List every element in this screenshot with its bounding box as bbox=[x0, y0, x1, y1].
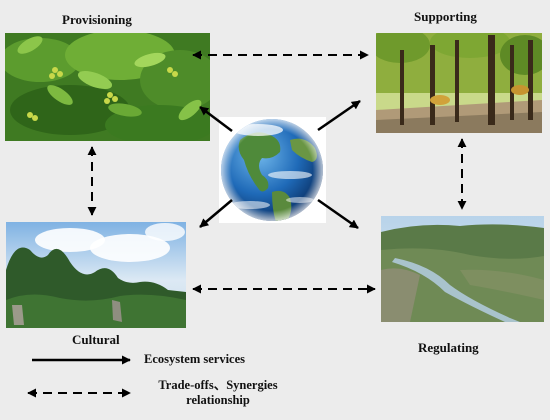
arrow-to-cultural bbox=[199, 199, 233, 228]
arrow-to-supporting bbox=[317, 99, 361, 132]
arrow-to-regulating bbox=[317, 198, 359, 230]
regulating-label: Regulating bbox=[418, 340, 479, 355]
cultural-label: Cultural bbox=[72, 332, 120, 347]
legend-dashed-label: Trade-offs、Synergies relationship bbox=[144, 378, 292, 408]
earth-globe bbox=[219, 117, 326, 223]
supporting-label: Supporting bbox=[414, 9, 477, 24]
provisioning-image bbox=[5, 33, 210, 141]
legend-dashed-label-line1: Trade-offs、Synergies bbox=[158, 378, 278, 392]
provisioning-label: Provisioning bbox=[62, 12, 132, 27]
legend-dashed-label-line2: relationship bbox=[186, 393, 250, 407]
legend-solid-label: Ecosystem services bbox=[144, 352, 246, 366]
regulating-image bbox=[381, 216, 544, 322]
arrow-to-provisioning bbox=[199, 106, 233, 132]
cultural-image bbox=[6, 222, 186, 328]
supporting-image bbox=[376, 33, 542, 133]
